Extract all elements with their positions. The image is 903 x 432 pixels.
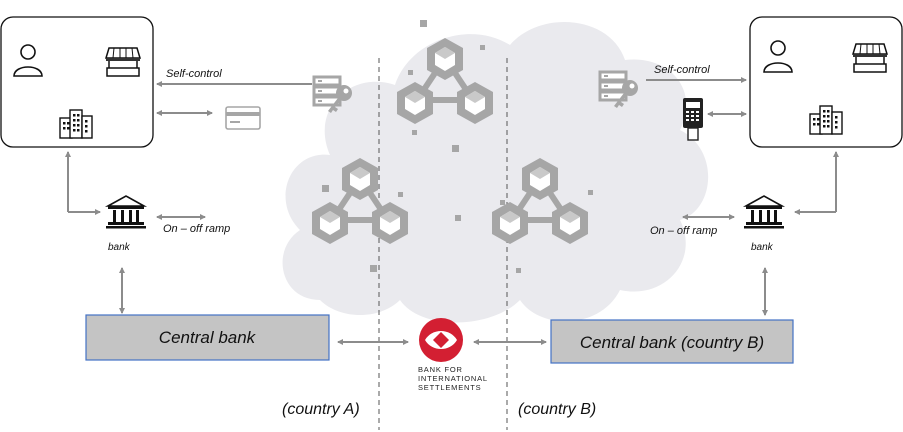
pos-terminal-icon	[683, 98, 703, 141]
central-bank-b-box	[550, 319, 794, 364]
bank-label-left: bank	[108, 242, 131, 253]
central-bank-b-label: Central bank (country B)	[580, 333, 764, 352]
central-bank-a-label: Central bank	[159, 328, 257, 347]
bis-text-line3: SETTLEMENTS	[418, 383, 481, 392]
central-bank-a-box	[85, 314, 330, 361]
country-b-label: (country B)	[518, 401, 596, 418]
credit-card-icon	[225, 106, 261, 130]
bis-logo: BANK FOR INTERNATIONAL SETTLEMENTS	[418, 318, 488, 392]
bank-icon-right	[743, 195, 785, 230]
blockchain-particles	[322, 20, 593, 273]
bank-label-right: bank	[751, 242, 774, 253]
self-control-label-right: Self-control	[654, 64, 710, 76]
on-off-ramp-label-left: On – off ramp	[163, 223, 230, 235]
bis-text-line1: BANK FOR	[418, 365, 463, 374]
country-a-label: (country A)	[282, 401, 360, 418]
connector-arrows	[65, 77, 839, 345]
bank-icon-left	[105, 195, 147, 230]
self-control-label-left: Self-control	[166, 68, 222, 80]
bis-text-line2: INTERNATIONAL	[418, 374, 488, 383]
on-off-ramp-label-right: On – off ramp	[650, 225, 717, 237]
